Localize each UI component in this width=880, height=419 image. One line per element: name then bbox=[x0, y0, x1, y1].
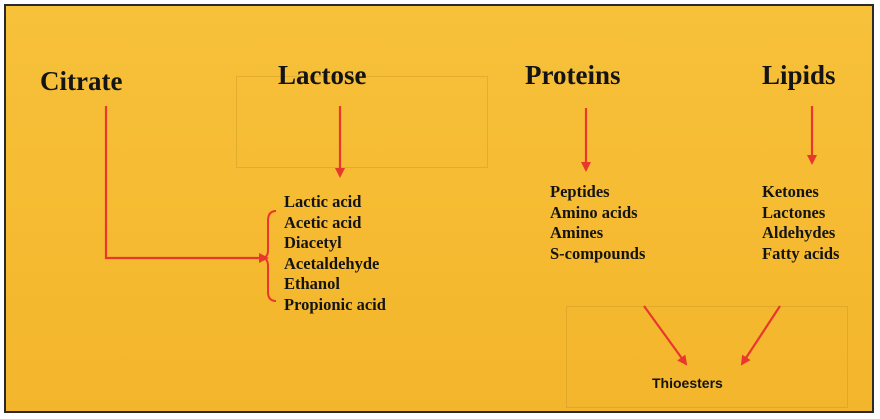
arrow-to-thioesters-left bbox=[643, 305, 688, 366]
lipid-products-list: Ketones Lactones Aldehydes Fatty acids bbox=[762, 182, 839, 264]
list-item: Amines bbox=[550, 223, 604, 242]
protein-products-list: Peptides Amino acids Amines S-compounds bbox=[550, 182, 645, 264]
lactose-products-list: Lactic acid Acetic acid Diacetyl Acetald… bbox=[284, 192, 386, 315]
heading-lactose: Lactose bbox=[278, 60, 367, 90]
diagram-panel: Citrate Lactose Proteins Lipids Lactic a… bbox=[4, 4, 874, 413]
list-item: Acetic acid bbox=[284, 212, 362, 232]
list-item: Amino acids bbox=[550, 202, 638, 222]
list-item: Acetaldehyde bbox=[284, 253, 380, 273]
thioesters-label: Thioesters bbox=[652, 375, 723, 391]
list-item: Propionic acid bbox=[284, 294, 386, 314]
heading-proteins: Proteins bbox=[525, 60, 621, 90]
heading-citrate: Citrate bbox=[40, 66, 123, 96]
lactose-bracket bbox=[261, 210, 277, 302]
background-ghost-box bbox=[566, 306, 848, 408]
arrow-to-thioesters-right bbox=[740, 305, 781, 366]
list-item: S-compounds bbox=[550, 243, 646, 263]
list-item: Lactones bbox=[762, 202, 826, 222]
list-item: Aldehydes bbox=[762, 223, 836, 242]
list-item: Diacetyl bbox=[284, 233, 342, 252]
background-ghost-box bbox=[236, 76, 488, 168]
heading-lipids: Lipids bbox=[762, 60, 836, 90]
list-item: Ketones bbox=[762, 182, 819, 201]
arrow-citrate bbox=[104, 106, 269, 263]
list-item: Ethanol bbox=[284, 274, 340, 293]
list-item: Lactic acid bbox=[284, 192, 362, 211]
arrows-layer bbox=[104, 106, 817, 366]
list-item: Fatty acids bbox=[762, 243, 840, 263]
list-item: Peptides bbox=[550, 182, 610, 201]
